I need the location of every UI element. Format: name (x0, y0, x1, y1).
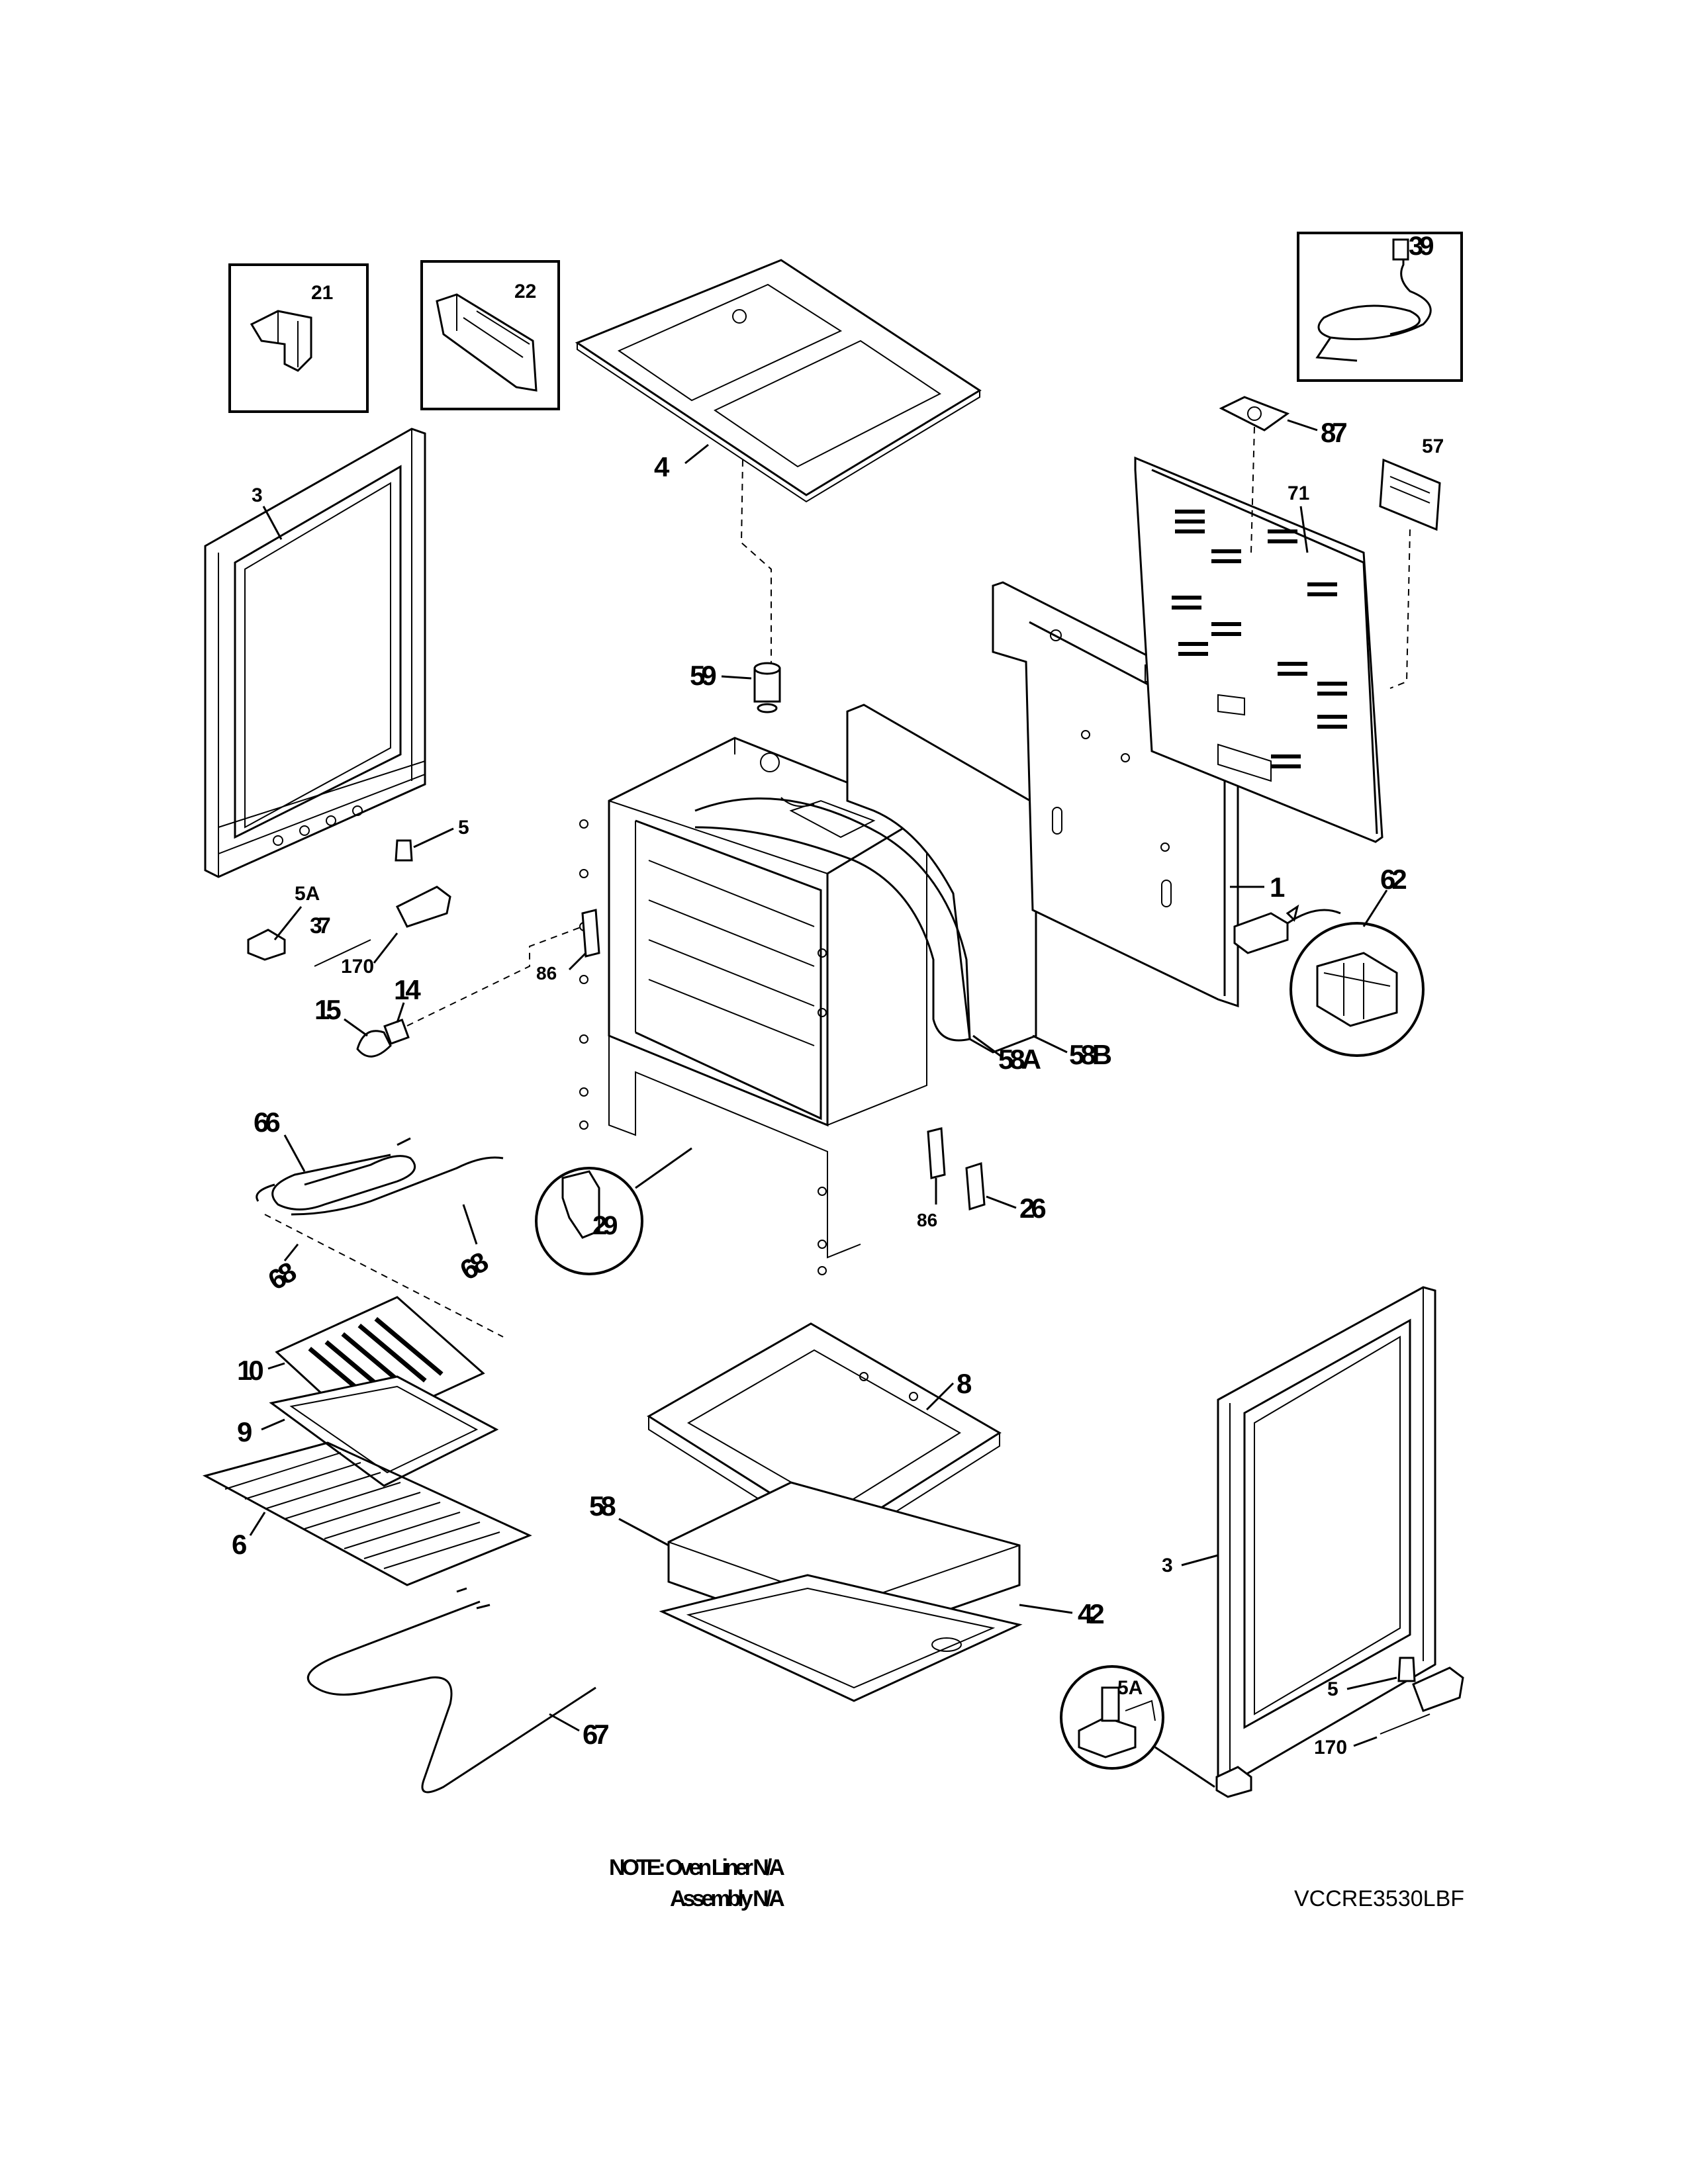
callout-26: 26 (1019, 1193, 1045, 1224)
part-71-rear-panel[interactable]: 71 (1134, 456, 1383, 843)
part-3-right-side-panel[interactable]: 3 (1162, 1286, 1436, 1785)
callout-29: 29 (592, 1211, 617, 1240)
part-29-inset[interactable]: 29 (535, 1147, 692, 1275)
callout-14: 14 (394, 974, 421, 1005)
callout-5-left: 5 (458, 817, 469, 839)
oven-cavity-assembly (608, 737, 929, 1259)
part-5a-left-leveling-leg[interactable]: 5A (247, 883, 320, 961)
callout-67: 67 (583, 1719, 608, 1750)
callout-58: 58 (589, 1490, 616, 1522)
callout-15: 15 (314, 994, 341, 1025)
callout-58a: 58A (998, 1044, 1041, 1075)
callout-5-right: 5 (1327, 1678, 1338, 1700)
diagram-note: NOTE: Oven Liner N/A Assembly N/A (609, 1855, 788, 1911)
part-86-left-hinge-receptacle[interactable]: 86 (536, 909, 600, 983)
callout-3-left: 3 (252, 484, 263, 506)
vent-slots (1172, 510, 1347, 768)
callout-57: 57 (1422, 435, 1444, 457)
callout-9: 9 (237, 1416, 252, 1447)
callout-86-right: 86 (917, 1210, 937, 1230)
note-line-1: NOTE: Oven Liner N/A (609, 1855, 784, 1880)
callout-3-right: 3 (1162, 1555, 1173, 1576)
part-58a-58b-oven-insulation[interactable]: 58A 58B (694, 704, 1115, 1075)
part-5-left-leveling-screw[interactable]: 5 (395, 817, 469, 862)
part-42-bottom-tray[interactable]: 42 (659, 1574, 1107, 1702)
callout-37: 37 (310, 913, 330, 938)
callout-39: 39 (1409, 232, 1433, 261)
callout-6: 6 (232, 1529, 246, 1560)
part-67-bake-element[interactable]: 67 (306, 1587, 612, 1794)
callout-21: 21 (311, 282, 333, 304)
callout-87: 87 (1321, 417, 1346, 448)
callout-62: 62 (1380, 864, 1406, 895)
part-170-left-bracket[interactable]: 37 170 (310, 886, 451, 978)
part-39-power-cord-inset[interactable]: 39 (1297, 232, 1463, 382)
callout-68-left: 68 (263, 1255, 301, 1296)
cavity-mounting-screws-right (818, 948, 827, 1275)
callout-170-right: 170 (1314, 1737, 1347, 1758)
callout-170-left: 170 (341, 956, 374, 978)
callout-59: 59 (690, 660, 716, 691)
part-5-right-leveling-screw[interactable]: 5 (1327, 1657, 1416, 1700)
part-62-terminal-block[interactable]: 62 (1233, 864, 1425, 1057)
part-9-broiler-pan[interactable]: 9 (237, 1375, 499, 1487)
note-line-2: Assembly N/A (670, 1886, 784, 1911)
callout-68-right: 68 (455, 1246, 493, 1286)
callout-58b: 58B (1069, 1039, 1111, 1070)
model-number: VCCRE3530LBF (1294, 1886, 1464, 1911)
callout-22: 22 (514, 281, 536, 302)
callout-5a-left: 5A (295, 883, 320, 905)
callout-4: 4 (654, 451, 670, 482)
part-66-broil-element[interactable]: 66 68 68 (254, 1107, 504, 1338)
part-26-bracket[interactable]: 26 (965, 1161, 1049, 1224)
callout-71: 71 (1288, 482, 1309, 504)
part-57-access-cover[interactable]: 57 (1379, 435, 1444, 689)
part-22-inset[interactable]: 22 (420, 260, 560, 410)
part-170-right-bracket[interactable]: 170 (1314, 1666, 1464, 1758)
part-14-lamp-socket[interactable]: 14 (383, 974, 425, 1045)
part-59-vent-tube[interactable]: 59 (690, 660, 781, 713)
part-4-top-panel[interactable]: 4 (575, 259, 982, 668)
part-86-right-hinge-receptacle[interactable]: 86 (917, 1127, 946, 1230)
callout-42: 42 (1078, 1598, 1103, 1629)
callout-5a-right: 5A (1117, 1677, 1143, 1699)
part-5a-right-leveling-leg-inset[interactable]: 5A (1060, 1665, 1252, 1798)
part-15-oven-lamp-bulb[interactable]: 15 (314, 994, 392, 1058)
callout-8: 8 (957, 1368, 972, 1399)
part-21-inset[interactable]: 21 (228, 263, 369, 413)
callout-86-left: 86 (536, 963, 557, 983)
part-3-left-side-panel[interactable]: 3 (204, 428, 426, 878)
callout-1: 1 (1270, 872, 1285, 903)
callout-66: 66 (254, 1107, 279, 1138)
callout-10: 10 (237, 1355, 263, 1386)
cavity-mounting-screws-left (579, 819, 588, 1130)
